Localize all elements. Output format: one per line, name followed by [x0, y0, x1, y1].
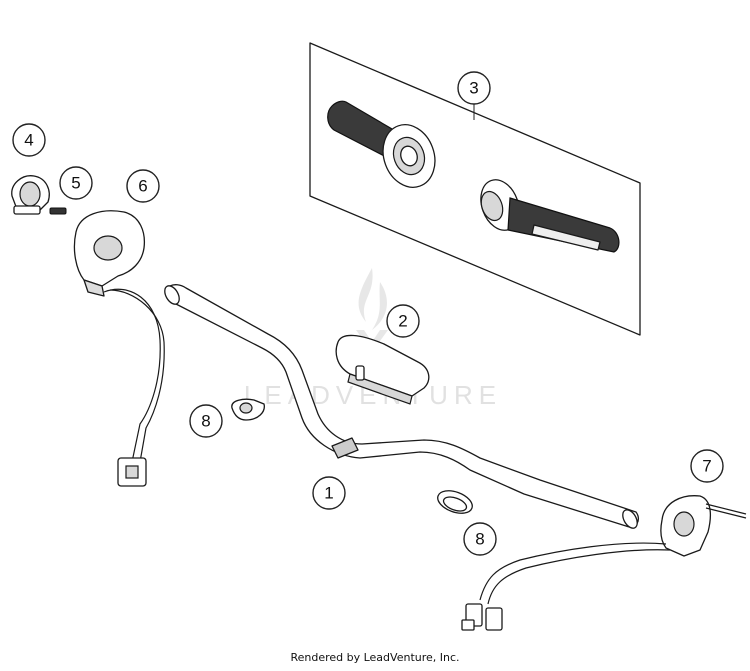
- grips-panel: [309, 42, 641, 336]
- svg-text:8: 8: [201, 412, 210, 431]
- svg-text:4: 4: [24, 131, 33, 150]
- footer-credit: Rendered by LeadVenture, Inc.: [290, 651, 460, 664]
- callout-4: 4: [12, 123, 46, 157]
- callout-6: 6: [126, 169, 160, 203]
- callout-3: 3: [457, 71, 491, 105]
- part-8-clamp-upper: [231, 398, 265, 421]
- part-8-clamp-lower: [437, 490, 473, 514]
- part-6-switch: [73, 210, 165, 487]
- svg-text:2: 2: [398, 312, 407, 331]
- svg-text:3: 3: [469, 79, 478, 98]
- svg-text:6: 6: [138, 177, 147, 196]
- svg-text:8: 8: [475, 530, 484, 549]
- callout-8-lower: 8: [463, 522, 497, 556]
- watermark-logo-icon: [356, 268, 388, 352]
- part-3-grips: [309, 42, 641, 336]
- part-1-handlebar: [164, 284, 640, 529]
- callout-5: 5: [59, 166, 93, 200]
- callout-8-upper: 8: [189, 404, 223, 438]
- svg-text:1: 1: [324, 484, 333, 503]
- callout-1: 1: [312, 476, 346, 510]
- part-7-switch: [461, 495, 747, 631]
- left-grip: [327, 100, 436, 188]
- part-5-screw: [49, 207, 67, 215]
- part-2-clamp-cover: [335, 334, 430, 405]
- callout-2: 2: [386, 304, 420, 338]
- callout-7: 7: [690, 449, 724, 483]
- svg-text:5: 5: [71, 174, 80, 193]
- right-grip: [480, 179, 620, 253]
- svg-text:7: 7: [702, 457, 711, 476]
- part-4-clamp: [11, 175, 50, 215]
